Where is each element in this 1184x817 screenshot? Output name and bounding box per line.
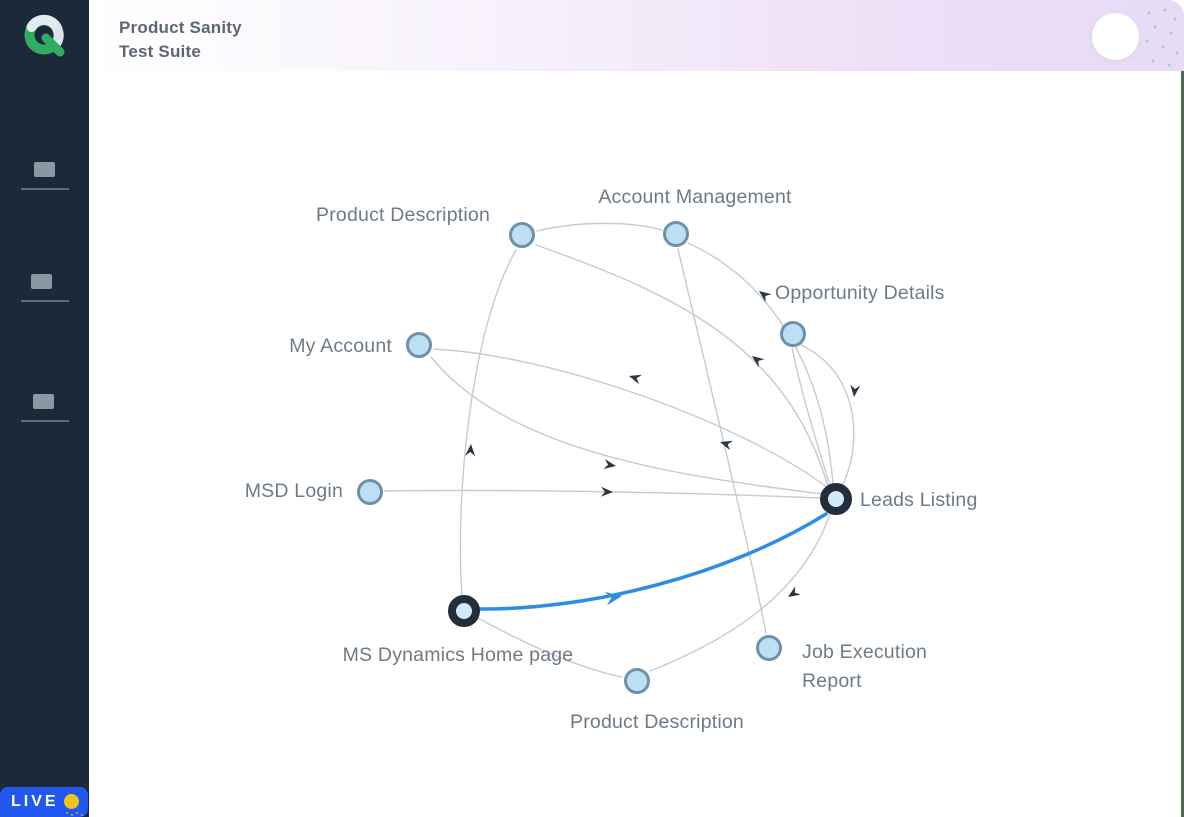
edge-ms-dynamics-home-page-to-product-description-bottom <box>477 617 623 678</box>
node-label-product-description-bottom: Product Description <box>570 711 744 733</box>
edge-arrow-6 <box>759 291 772 303</box>
node-label-ms-dynamics-home-page: MS Dynamics Home page <box>343 644 574 666</box>
node-ms-dynamics-home-page[interactable] <box>448 595 480 627</box>
edge-arrow-9 <box>788 586 801 597</box>
page-title-line2: Test Suite <box>119 42 201 61</box>
node-msd-login[interactable] <box>357 479 383 505</box>
header-bar: Product Sanity Test Suite <box>89 0 1184 71</box>
edge-product-description-top-to-account-management <box>536 222 663 232</box>
edge-my-account-to-leads-listing <box>430 356 823 495</box>
edge-arrow-1 <box>465 444 476 457</box>
edge-product-description-top-to-leads-listing <box>535 244 829 488</box>
sidebar-item-1-icon <box>34 162 55 177</box>
edge-arrow-8 <box>850 384 861 397</box>
sidebar-item-2-icon <box>31 274 52 289</box>
edge-product-description-bottom-to-leads-listing <box>649 513 831 672</box>
node-product-description-top[interactable] <box>509 222 535 248</box>
sidebar: LIVE <box>0 0 89 817</box>
live-badge[interactable]: LIVE <box>0 787 88 817</box>
sidebar-item-1[interactable] <box>0 162 89 208</box>
node-label-msd-login: MSD Login <box>245 480 343 502</box>
edge-arrow-4 <box>629 374 642 385</box>
page-title: Product Sanity Test Suite <box>119 16 242 64</box>
node-leads-listing[interactable] <box>820 483 852 515</box>
sidebar-item-1-underline <box>21 188 69 190</box>
edge-opportunity-details-to-leads-listing <box>791 347 831 487</box>
page-title-line1: Product Sanity <box>119 18 242 37</box>
edge-opportunity-details-to-leads-listing <box>800 344 855 488</box>
sidebar-item-2-underline <box>21 300 69 302</box>
decorative-dots <box>1145 8 1179 67</box>
edge-arrow-10 <box>604 591 622 606</box>
node-label-opportunity-details: Opportunity Details <box>775 282 945 304</box>
edge-msd-login-to-leads-listing <box>384 489 821 499</box>
edge-arrow-3 <box>603 459 616 470</box>
node-product-description-bottom[interactable] <box>624 668 650 694</box>
edge-arrow-5 <box>720 440 733 451</box>
node-label-my-account: My Account <box>289 335 392 357</box>
node-my-account[interactable] <box>406 332 432 358</box>
edge-ms-dynamics-home-page-to-leads-listing <box>477 512 828 611</box>
edge-account-management-to-leads-listing <box>687 242 834 486</box>
sidebar-item-3-underline <box>21 420 69 422</box>
node-opportunity-details[interactable] <box>780 321 806 347</box>
sidebar-item-3-icon <box>33 394 54 409</box>
q-logo-icon[interactable] <box>21 13 69 61</box>
node-account-management[interactable] <box>663 221 689 247</box>
right-edge-strip <box>1181 71 1184 817</box>
edge-arrow-2 <box>600 486 613 497</box>
edge-account-management-to-job-execution-report <box>677 248 767 634</box>
live-status-dot-icon <box>64 794 79 809</box>
avatar[interactable] <box>1092 13 1139 60</box>
node-label-product-description-top: Product Description <box>316 204 490 226</box>
edge-ms-dynamics-home-page-to-product-description-top <box>459 249 517 597</box>
edge-leads-listing-to-my-account <box>433 348 829 489</box>
node-label-account-management: Account Management <box>598 186 792 208</box>
edge-arrow-7 <box>752 356 765 368</box>
sidebar-item-2[interactable] <box>0 274 89 320</box>
live-badge-label: LIVE <box>11 793 59 810</box>
node-label-leads-listing: Leads Listing <box>860 489 978 511</box>
node-job-execution-report[interactable] <box>756 635 782 661</box>
sidebar-item-3[interactable] <box>0 394 89 440</box>
